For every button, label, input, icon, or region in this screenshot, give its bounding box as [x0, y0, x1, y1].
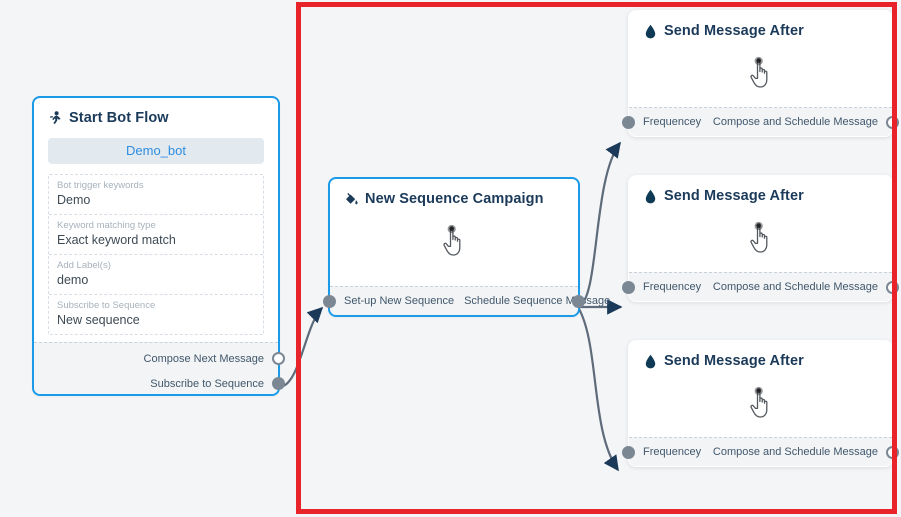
- bot-selector-chip[interactable]: Demo_bot: [48, 138, 264, 164]
- port-compose-and-schedule-message[interactable]: [886, 280, 899, 294]
- port-compose-and-schedule-message[interactable]: [886, 445, 899, 459]
- node-send-message-after-2[interactable]: Send Message After Frequencey Compose an…: [622, 175, 899, 302]
- pointing-hand-cursor-icon: [743, 220, 779, 256]
- node-send-message-after-3[interactable]: Send Message After Frequencey Compose an…: [622, 340, 899, 467]
- field-value: demo: [57, 273, 89, 287]
- water-drop-icon: [643, 353, 658, 369]
- port-row-compose-next-message[interactable]: Compose Next Message: [34, 346, 285, 371]
- port-compose-and-schedule-message[interactable]: [886, 115, 899, 129]
- running-person-icon: [48, 110, 63, 126]
- node-new-sequence-campaign-title: New Sequence Campaign: [330, 179, 578, 207]
- port-label-frequencey: Frequencey: [643, 281, 702, 293]
- node-send-message-after-3-title-text: Send Message After: [664, 353, 804, 369]
- pointing-hand-cursor-icon: [743, 55, 779, 91]
- port-label-compose-and-schedule-message: Compose and Schedule Message: [712, 116, 878, 128]
- port-label-compose-and-schedule-message: Compose and Schedule Message: [712, 446, 878, 458]
- pointing-hand-cursor-icon: [743, 385, 779, 421]
- edge-sequence-to-message-3: [577, 306, 619, 472]
- node-start-bot-flow-title: Start Bot Flow: [34, 98, 278, 126]
- port-label-frequencey: Frequencey: [643, 446, 702, 458]
- port-label-frequencey: Frequencey: [643, 116, 702, 128]
- port-subscribe-to-sequence[interactable]: [272, 377, 285, 390]
- node-new-sequence-campaign-title-text: New Sequence Campaign: [365, 191, 544, 207]
- pointing-hand-cursor-icon: [436, 223, 472, 259]
- port-compose-next-message[interactable]: [272, 352, 285, 365]
- port-label-set-up-new-sequence: Set-up New Sequence: [344, 295, 455, 307]
- field-value: New sequence: [57, 313, 140, 327]
- node-send-message-after-1-title-text: Send Message After: [664, 23, 804, 39]
- node-send-message-after-3-footer: Frequencey Compose and Schedule Message: [622, 437, 899, 466]
- bot-config-field-list: Bot trigger keywords Demo Keyword matchi…: [48, 174, 264, 335]
- node-new-sequence-campaign[interactable]: New Sequence Campaign Set-up New Sequenc…: [323, 177, 610, 317]
- field-value: Demo: [57, 193, 91, 207]
- port-row-message-ports[interactable]: Frequencey Compose and Schedule Message: [622, 273, 899, 301]
- node-send-message-after-1[interactable]: Send Message After Frequencey Compose an…: [622, 10, 899, 137]
- node-start-bot-flow-title-text: Start Bot Flow: [69, 110, 169, 126]
- field-label: Add Label(s): [57, 260, 111, 271]
- node-send-message-after-2-footer: Frequencey Compose and Schedule Message: [622, 272, 899, 301]
- field-keyword-matching-type[interactable]: Keyword matching type Exact keyword matc…: [49, 215, 263, 255]
- water-drop-icon: [643, 188, 658, 204]
- node-start-bot-flow[interactable]: Start Bot Flow Demo_bot Bot trigger keyw…: [32, 96, 285, 396]
- node-send-message-after-1-footer: Frequencey Compose and Schedule Message: [622, 107, 899, 136]
- field-label: Subscribe to Sequence: [57, 300, 156, 311]
- port-label-compose-and-schedule-message: Compose and Schedule Message: [712, 281, 878, 293]
- port-row-message-ports[interactable]: Frequencey Compose and Schedule Message: [622, 438, 899, 466]
- paint-pour-icon: [344, 191, 359, 207]
- field-label: Keyword matching type: [57, 220, 156, 231]
- node-start-bot-flow-footer: Compose Next Message Subscribe to Sequen…: [34, 342, 285, 396]
- node-send-message-after-2-title-text: Send Message After: [664, 188, 804, 204]
- port-frequencey[interactable]: [622, 115, 635, 129]
- port-frequencey[interactable]: [622, 445, 635, 459]
- port-row-message-ports[interactable]: Frequencey Compose and Schedule Message: [622, 108, 899, 136]
- port-label-schedule-sequence-message: Schedule Sequence Message: [464, 295, 611, 307]
- field-add-labels[interactable]: Add Label(s) demo: [49, 255, 263, 295]
- edge-sequence-to-message-1: [577, 141, 621, 309]
- node-send-message-after-2-title: Send Message After: [629, 176, 892, 204]
- field-value: Exact keyword match: [57, 233, 176, 247]
- port-schedule-sequence-message[interactable]: [572, 294, 585, 308]
- port-row-sequence-ports[interactable]: Set-up New Sequence Schedule Sequence Me…: [323, 287, 610, 315]
- node-send-message-after-1-title: Send Message After: [629, 11, 892, 39]
- port-set-up-new-sequence[interactable]: [323, 294, 336, 308]
- field-subscribe-to-sequence[interactable]: Subscribe to Sequence New sequence: [49, 295, 263, 334]
- edge-start-to-sequence: [279, 306, 324, 389]
- port-label: Subscribe to Sequence: [150, 377, 264, 390]
- port-frequencey[interactable]: [622, 280, 635, 294]
- field-bot-trigger-keywords[interactable]: Bot trigger keywords Demo: [49, 175, 263, 215]
- node-send-message-after-3-title: Send Message After: [629, 341, 892, 369]
- port-row-subscribe-to-sequence[interactable]: Subscribe to Sequence: [34, 371, 285, 396]
- water-drop-icon: [643, 23, 658, 39]
- port-label: Compose Next Message: [143, 352, 264, 365]
- field-label: Bot trigger keywords: [57, 180, 144, 191]
- node-new-sequence-campaign-footer: Set-up New Sequence Schedule Sequence Me…: [323, 286, 610, 315]
